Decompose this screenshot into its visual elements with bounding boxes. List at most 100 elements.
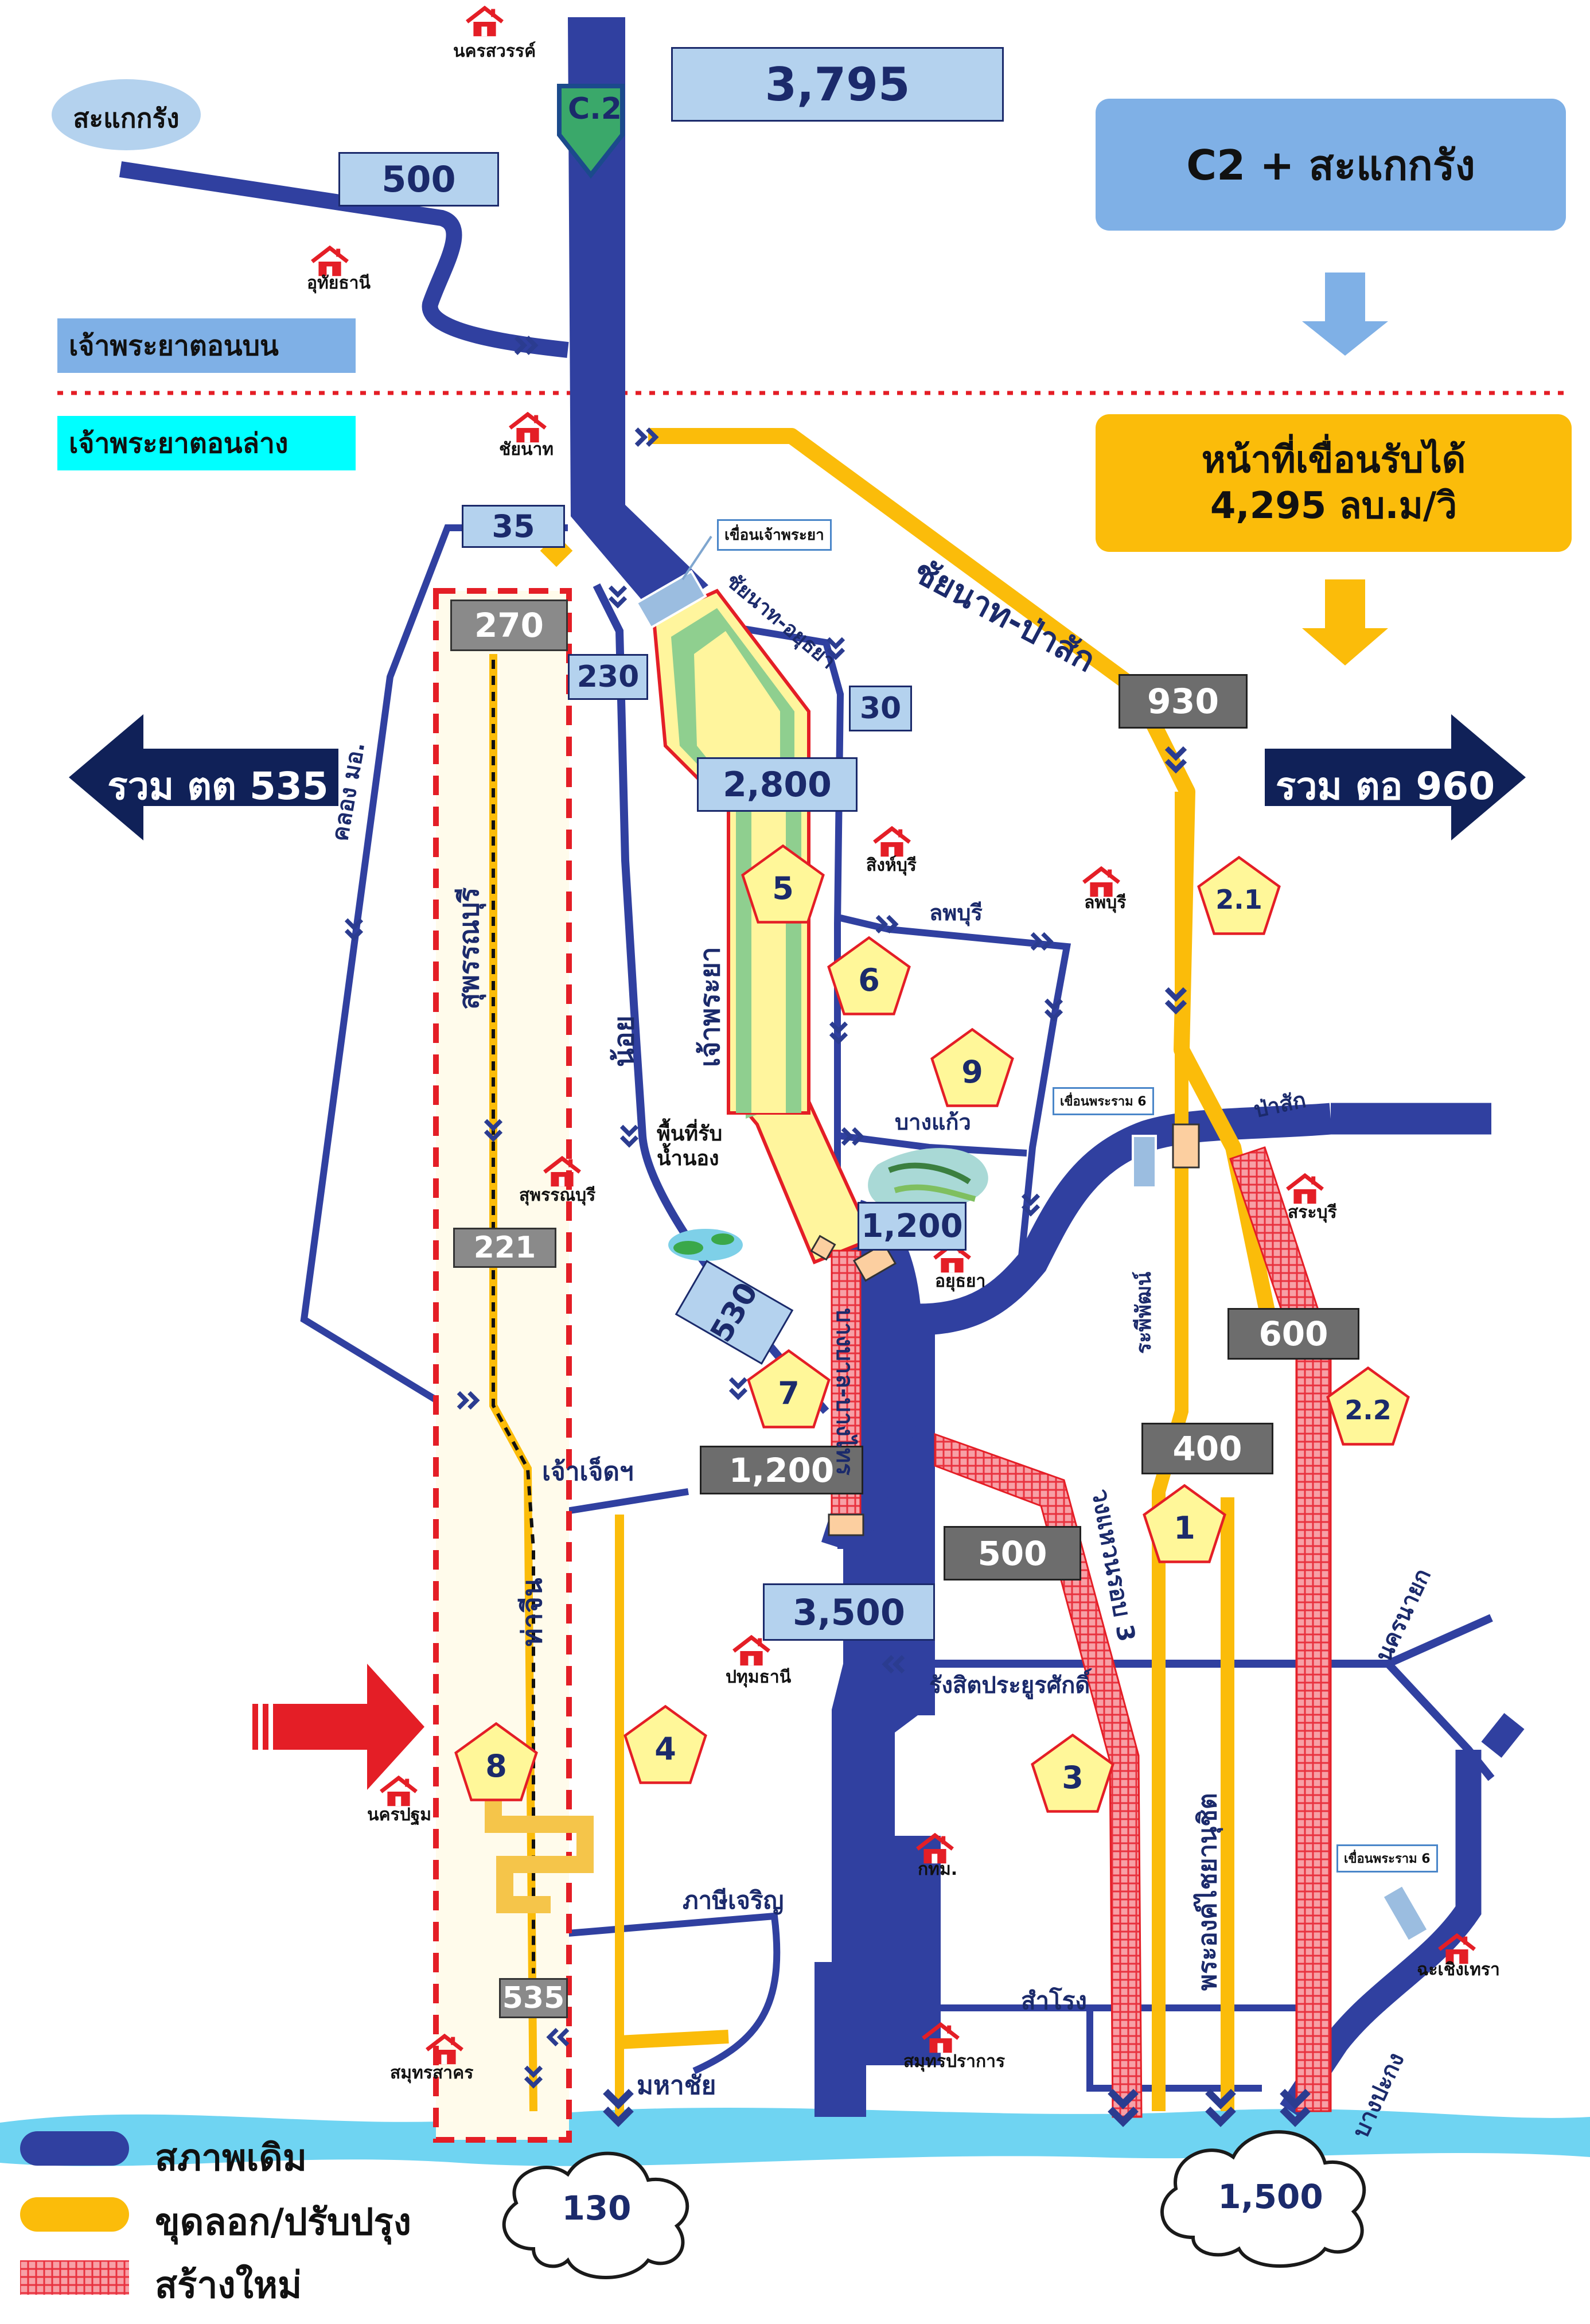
province-uthai-thani: อุทัยธานี [307,273,371,293]
flow-535: 535 [502,1981,565,2015]
province-lop-buri: ลพบุรี [1084,893,1127,913]
combo-label-box: C2 + สะแกกรัง [1096,99,1566,231]
province-saraburi: สระบุรี [1288,1202,1337,1223]
river-noi: น้อย [608,1015,640,1067]
dam-down-arrow [1302,579,1388,665]
project-2-2-floodway [1229,1146,1332,2112]
flow-1200-mid-box: 1,200 [858,1202,967,1251]
retention-area-image [668,1148,988,1261]
river-suphan: สุพรรณบุรี [453,887,485,1010]
flow-30: 30 [859,691,902,726]
river-bang-kaeo: บางแก้ว [895,1110,971,1135]
chao-phraya-upper-channel [568,17,708,620]
flow-230: 230 [576,660,640,694]
flow-1200-low: 1,200 [728,1450,835,1490]
flow-3500: 3,500 [792,1591,906,1633]
flow-270-box: 270 [450,600,568,651]
east-total-arrow [1265,714,1526,840]
retention-area-label: พื้นที่รับน้ำนอง [657,1122,723,1171]
flow-2800-box: 2,800 [697,757,858,812]
river-phra-ong-chaiya: พระองค์ไชยานุชิต [1193,1793,1222,1991]
chao-phraya-dam [635,535,712,629]
flow-221-box: 221 [453,1228,556,1268]
sakae-krang-river [119,161,569,358]
river-samrong: สำโรง [1021,1987,1087,2015]
sakae-flow: 500 [381,158,456,200]
flow-500-box: 500 [944,1526,1081,1581]
legend-existing: สภาพเดิม [155,2137,307,2179]
total-top-flow: 3,795 [765,57,910,111]
phasi-charoen-canal [567,1912,781,2074]
project-9: 9 [929,1027,1015,1108]
lower-region-label: เจ้าพระยาตอนล่าง [69,427,289,460]
rama6-dam-north-label: เขื่อนพระราม 6 [1053,1087,1154,1115]
flow-2800: 2,800 [723,764,832,805]
project-4: 4 [622,1704,708,1785]
rama6-dam-south-label: เขื่อนพระราม 6 [1336,1844,1438,1873]
flow-400: 400 [1172,1429,1242,1468]
flow-35-box: 35 [462,505,565,548]
river-chao-chet: เจ้าเจ็ดฯ [542,1457,634,1486]
flow-221: 221 [473,1231,536,1265]
c2-label: C.2 [568,92,622,126]
river-chao-phraya: เจ้าพระยา [694,947,726,1067]
flow-1200-mid: 1,200 [861,1208,963,1245]
dam-capacity-line2: 4,295 ลบ.ม/วิ [1210,485,1457,527]
lower-region-label-box: เจ้าพระยาตอนล่าง [57,416,356,470]
province-sing-buri: สิงห์บุรี [866,855,917,875]
flow-930: 930 [1147,681,1219,722]
flow-930-box: 930 [1119,674,1248,729]
province-nakhon-pathom: นครปฐม [367,1805,432,1825]
river-bang-ban: บางบาล-บางไทร [831,1308,858,1476]
river-phasi-charoen: ภาษีเจริญ [683,1886,784,1914]
flow-600-box: 600 [1227,1308,1359,1360]
project-7: 7 [746,1348,832,1430]
province-samut-prakan: สมุทรปราการ [903,2051,1006,2072]
flow-400-box: 400 [1141,1423,1273,1474]
sakae-krang-label: สะแกกรัง [73,103,180,134]
province-bangkok: กทม. [918,1859,958,1879]
flow-270: 270 [474,606,544,645]
project-1: 1 [1141,1483,1227,1564]
river-maha-chai: มหาชัย [637,2071,716,2100]
river-lop-buri: ลพบุรี [929,900,983,925]
bang-pakong-river [1280,1712,1525,2119]
upper-region-label-box: เจ้าพระยาตอนบน [57,318,356,373]
sakae-krang-bubble [52,79,201,150]
c2-station-marker [557,84,625,179]
flow-230-box: 230 [568,654,648,700]
province-samut-sakhon: สมุทรสาคร [390,2063,474,2083]
river-rangsit: รังสิตประยูรศักดิ์ [929,1672,1090,1699]
province-nakhon-sawan: นครสวรรค์ [453,41,536,61]
flow-1200-low-box: 1,200 [700,1446,863,1494]
flow-535-box: 535 [499,1978,568,2018]
dam-capacity-box: หน้าที่เขื่อนรับได้ 4,295 ลบ.ม/วิ [1096,414,1572,552]
ring-road-3-floodway [934,1432,1143,2118]
project-8-highlight-arrow [252,1664,424,1790]
combo-down-arrow [1302,273,1388,356]
total-top-flow-box: 3,795 [671,47,1004,122]
province-chai-nat: ชัยนาท [499,439,554,460]
flow-3500-box: 3,500 [763,1583,935,1641]
gulf-of-thailand [0,2107,1590,2166]
flow-500: 500 [977,1533,1047,1573]
bang-kaeo-canal [840,1132,1027,1157]
flow-35: 35 [492,508,535,544]
flow-130: 130 [562,2189,632,2228]
project-8: 8 [453,1721,539,1803]
chao-phraya-dam-label: เขื่อนเจ้าพระยา [717,519,832,551]
chainat-ayutthaya-canal [688,616,844,1262]
legend-dredge: ขุดลอก/ปรับปรุง [155,2201,411,2244]
province-chachoengsao: ฉะเชิงเทรา [1417,1960,1500,1980]
rama6-dam-north-structure [1132,1123,1200,1189]
legend [20,2131,129,2295]
project-6: 6 [826,935,912,1017]
river-tha-chin: ท่าจีน [516,1578,548,1646]
west-total: รวม ตต 535 [107,764,329,808]
project-2-1: 2.1 [1196,855,1282,936]
cloud-east-outlet [1160,2130,1366,2268]
pa-sak-channel [917,1103,1332,1336]
project-3: 3 [1030,1733,1116,1814]
flow-600: 600 [1258,1314,1328,1353]
